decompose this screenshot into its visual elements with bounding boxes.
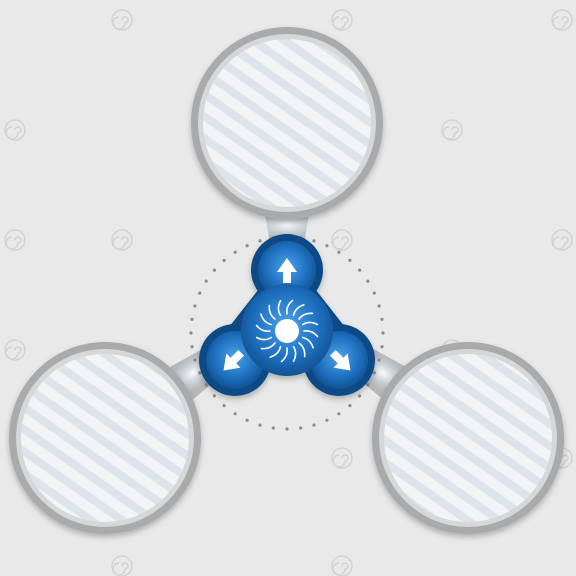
ring-dot [193,304,197,308]
ring-dot [325,244,329,248]
ring-dot [337,250,341,254]
ring-dot [381,331,385,335]
ring-dot [233,412,237,416]
ring-dot [372,371,376,375]
arrow-up-icon[interactable] [277,258,297,283]
circle-right[interactable] [372,342,564,534]
spiral-logo-icon [4,119,26,141]
ring-dot [325,418,329,422]
circle-top[interactable] [191,27,383,219]
ring-dot [212,394,216,398]
ring-dot [233,250,237,254]
sun-icon [255,299,319,363]
spiral-logo-icon [331,447,353,469]
spiral-logo-icon [441,119,463,141]
ring-dot [348,404,352,408]
ring-dot [312,423,316,427]
circle-left[interactable] [9,342,201,534]
ring-dot [380,317,384,321]
ring-dot [366,383,370,387]
ring-dot [358,394,362,398]
sun-ray [260,342,276,350]
ring-dot [348,258,352,262]
dotted-ring [189,235,385,431]
spiral-logo-icon [4,339,26,361]
sun-core [275,319,299,343]
spiral-logo-icon [331,9,353,31]
ring-dot [380,345,384,349]
sun-ray [303,330,319,338]
ring-dot [337,412,341,416]
sun-ray [255,336,273,341]
ring-dot [222,258,226,262]
ring-dot [258,239,262,243]
spiral-logo-icon [331,229,353,251]
ring-dot [285,427,289,431]
ring-dot [190,345,194,349]
ring-dot [189,331,193,335]
ring-dot [377,358,381,362]
ring-dot [245,244,249,248]
sun-ray [260,313,273,326]
sun-ray [268,304,276,320]
ring-dot [258,423,262,427]
sun-ray [298,312,314,320]
ring-dot [377,304,381,308]
sun-ray [301,336,314,349]
spiral-logo-icon [4,229,26,251]
ring-dot [198,291,202,295]
sun-ray [298,342,306,358]
spiral-logo-icon [331,555,353,576]
ring-dot [190,317,194,321]
sun-ray [277,299,282,317]
spiral-logo-icon [551,229,573,251]
sun-ray [255,324,271,332]
ring-dot [299,426,303,430]
ring-dot [372,291,376,295]
ring-dot [366,279,370,283]
spiral-logo-icon [111,555,133,576]
ring-dot [312,239,316,243]
sun-ray [292,345,297,363]
ring-dot [204,279,208,283]
sun-ray [269,345,282,358]
ring-dot [222,404,226,408]
ring-dot [271,426,275,430]
sun-ray [280,347,288,363]
ring-dot [358,268,362,272]
sun-ray [292,304,305,317]
sun-ray [286,299,294,315]
arrow-down-right-icon[interactable] [326,346,358,378]
spiral-logo-icon [111,9,133,31]
arrow-down-left-icon[interactable] [216,346,248,378]
ring-dot [193,358,197,362]
ring-dot [212,268,216,272]
sun-ray [301,321,319,326]
ring-dot [198,371,202,375]
spiral-logo-icon [551,9,573,31]
spiral-logo-icon [111,229,133,251]
ring-dot [245,418,249,422]
ring-dot [204,383,208,387]
